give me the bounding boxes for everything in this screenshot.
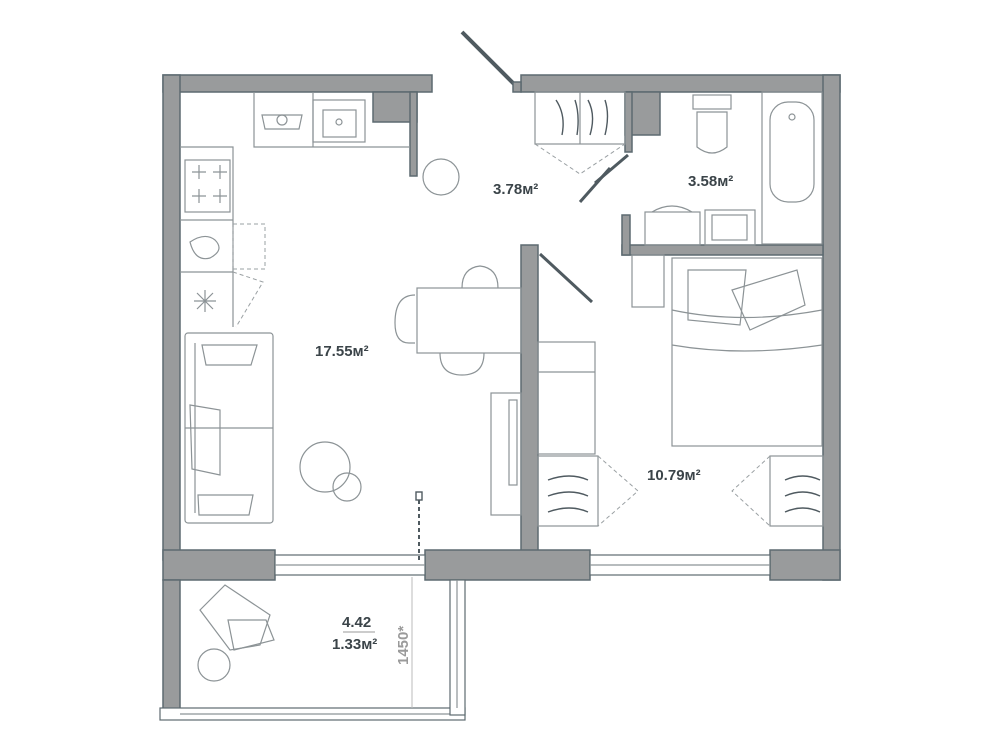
balcony-full-area-label: 4.42: [342, 614, 371, 631]
living-area-label: 17.55м²: [315, 343, 369, 360]
hall-closet: [534, 91, 629, 203]
balcony-depth-dimension: 1450*: [395, 626, 412, 665]
entrance-door: [460, 30, 522, 93]
bedroom-area-label: 10.79м²: [647, 467, 701, 484]
bathroom-fixtures: [644, 91, 823, 246]
balcony-reduced-area-label: 1.33м²: [332, 636, 377, 653]
bedroom-furniture: [537, 252, 824, 527]
windows: [159, 554, 771, 721]
sofa: [184, 332, 362, 524]
dining-set: [394, 265, 522, 376]
hall-area-label: 3.78м²: [493, 181, 538, 198]
bathroom-area-label: 3.58м²: [688, 173, 733, 190]
balcony-furniture: [197, 577, 413, 708]
kitchen-furniture: [180, 92, 460, 328]
tv-unit: [415, 392, 522, 560]
